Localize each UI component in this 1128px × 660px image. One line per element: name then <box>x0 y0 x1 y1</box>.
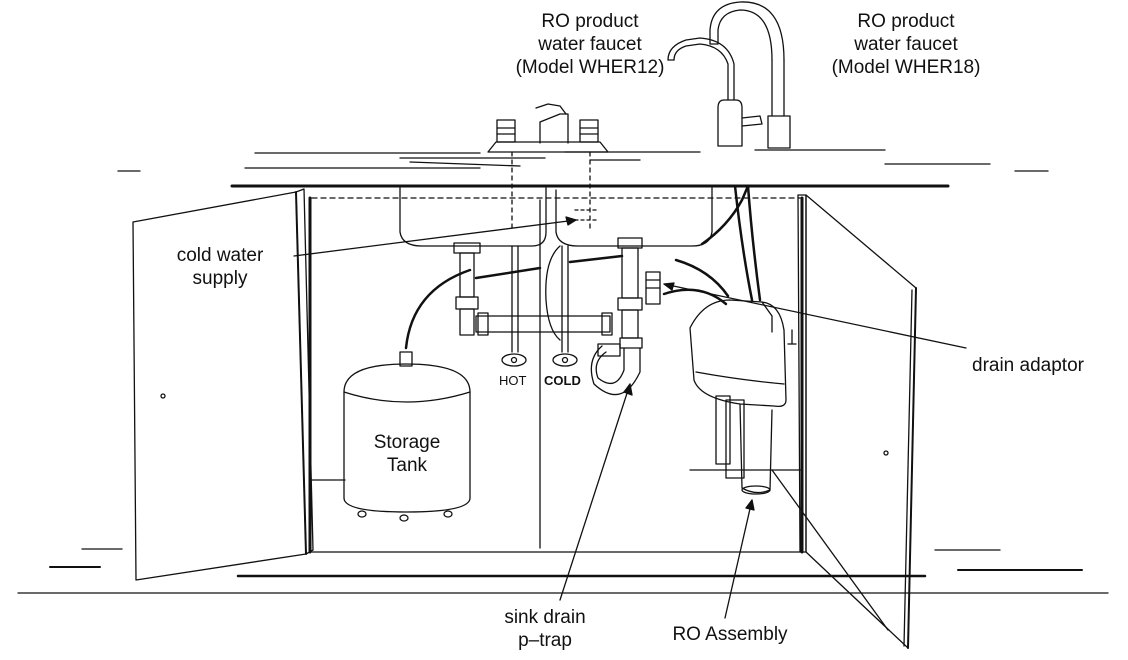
ro-faucet-wher12 <box>668 38 762 146</box>
faucet-left-line-1: RO product <box>541 11 639 32</box>
drain-piping <box>454 238 660 395</box>
storage-tank-line-2: Tank <box>386 455 428 476</box>
countertop <box>118 150 1048 186</box>
faucet-left-label: RO product water faucet (Model WHER12) <box>495 10 685 79</box>
faucet-right-line-3: (Model WHER18) <box>831 57 981 78</box>
leader-lines <box>294 217 966 618</box>
faucet-right-line-2: water faucet <box>854 34 958 55</box>
right-door <box>798 195 916 648</box>
shutoff-valves <box>502 246 577 366</box>
drain-adaptor-label: drain adaptor <box>972 355 1084 376</box>
ro-assembly <box>690 300 796 494</box>
sink-drain-line-2: p–trap <box>518 630 572 651</box>
storage-tank <box>344 352 470 521</box>
faucet-right-label: RO product water faucet (Model WHER18) <box>806 10 1006 79</box>
sink-drain-label: sink drain p–trap <box>470 606 620 652</box>
valve-cold-label: COLD <box>544 373 581 388</box>
cold-water-supply-line-2: supply <box>192 268 248 289</box>
cold-water-supply-label: cold water supply <box>150 244 290 290</box>
sink <box>400 188 712 246</box>
faucet-left-line-3: (Model WHER12) <box>515 57 665 78</box>
storage-tank-label: Storage Tank <box>352 431 462 477</box>
ro-assembly-label: RO Assembly <box>672 624 788 645</box>
valve-hot-label: HOT <box>499 373 527 388</box>
faucet-right-line-1: RO product <box>857 11 955 32</box>
tubing <box>406 186 760 348</box>
main-faucet <box>488 104 608 230</box>
ro-faucet-wher18 <box>710 2 790 148</box>
storage-tank-line-1: Storage <box>373 432 441 453</box>
cold-water-supply-line-1: cold water <box>176 245 264 266</box>
faucet-left-line-2: water faucet <box>538 34 642 55</box>
left-door <box>133 189 313 580</box>
sink-drain-line-1: sink drain <box>504 607 586 628</box>
